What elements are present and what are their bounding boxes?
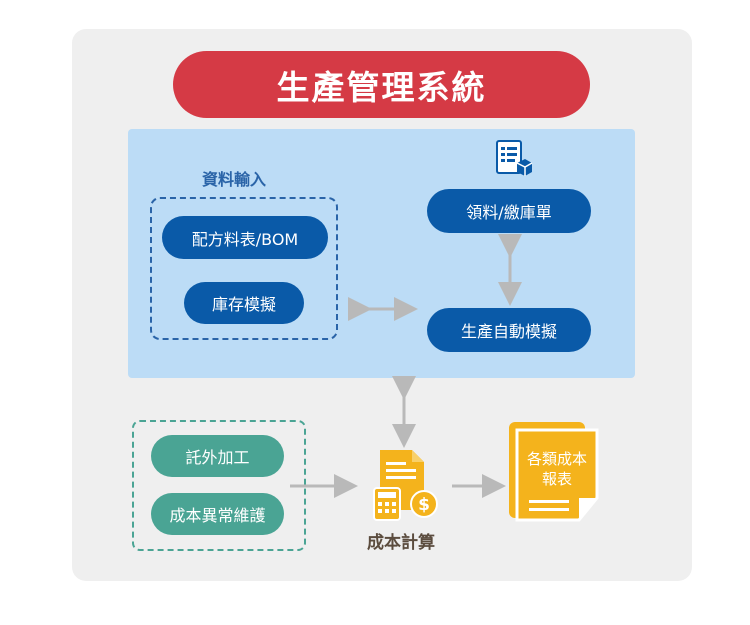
- cost-calc-label: 成本計算: [367, 533, 435, 553]
- production-sim-node: 生產自動模擬: [427, 308, 591, 352]
- svg-text:$: $: [418, 495, 430, 515]
- reports-label: 各類成本 報表: [515, 449, 599, 489]
- data-input-group: [150, 197, 338, 340]
- requisition-node: 領料/繳庫單: [427, 189, 591, 233]
- document-list-icon: [495, 139, 533, 179]
- calculator-coin-icon: $: [372, 448, 442, 522]
- inventory-sim-node: 庫存模擬: [184, 282, 304, 324]
- report-documents-icon: [507, 420, 607, 528]
- cost-anomaly-node: 成本異常維護: [151, 493, 284, 535]
- data-input-label: 資料輸入: [202, 170, 267, 189]
- reports-line1: 各類成本: [526, 450, 587, 468]
- system-title: 生產管理系統: [173, 51, 590, 118]
- reports-line2: 報表: [541, 470, 572, 488]
- outsourcing-node: 託外加工: [151, 435, 284, 477]
- bom-node: 配方料表/BOM: [162, 216, 328, 259]
